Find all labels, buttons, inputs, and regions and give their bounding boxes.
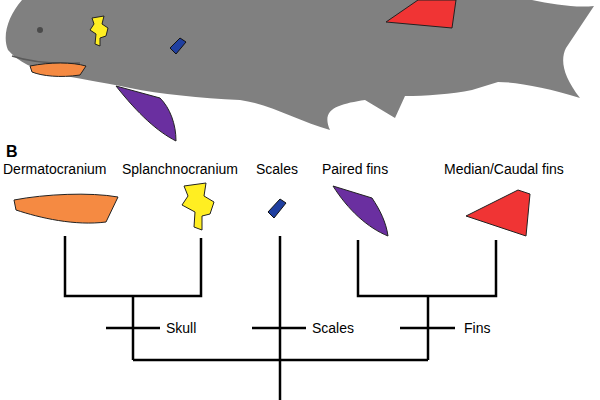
lower-jaw-part bbox=[30, 63, 86, 76]
part-name: Scales bbox=[256, 161, 298, 177]
part-name: Splanchnocranium bbox=[122, 161, 238, 177]
clade-label: Scales bbox=[312, 320, 354, 336]
paired-fin-shape bbox=[333, 186, 388, 236]
clade-label: Skull bbox=[166, 320, 196, 336]
fish-body bbox=[6, 0, 594, 130]
mouth-line bbox=[12, 56, 80, 63]
splanchnocranium-part bbox=[90, 16, 108, 46]
dermatocranium-shape bbox=[14, 194, 118, 223]
clade-label: Fins bbox=[464, 320, 490, 336]
fish-eye bbox=[37, 27, 43, 33]
scale-shape bbox=[268, 199, 286, 218]
pectoral-fin-part bbox=[116, 86, 176, 141]
panel-letter: B bbox=[6, 143, 18, 161]
part-name: Median/Caudal fins bbox=[444, 161, 564, 177]
part-name: Dermatocranium bbox=[3, 161, 106, 177]
dorsal-fin-part bbox=[386, 0, 456, 28]
scale-part bbox=[170, 38, 186, 54]
splanchnocranium-shape bbox=[182, 183, 214, 230]
part-name: Paired fins bbox=[322, 161, 388, 177]
median-fin-shape bbox=[466, 190, 530, 236]
cladogram bbox=[65, 236, 496, 400]
